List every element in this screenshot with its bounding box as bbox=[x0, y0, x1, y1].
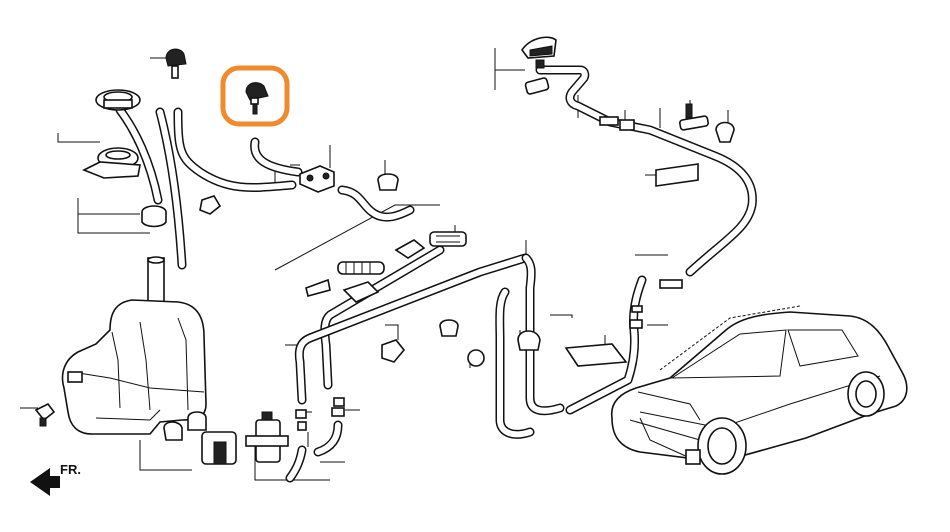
front-direction-arrow: FR. bbox=[30, 462, 81, 496]
leader-lines bbox=[20, 48, 729, 481]
washer-reservoir bbox=[61, 256, 207, 435]
nozzle-right-icon bbox=[521, 36, 557, 69]
car-location-icon bbox=[610, 305, 908, 475]
reservoir-filler-cap bbox=[95, 89, 141, 111]
connectors bbox=[34, 77, 735, 431]
direction-label: FR. bbox=[60, 462, 81, 477]
filler-neck bbox=[82, 147, 167, 228]
washer-pumps bbox=[163, 411, 289, 465]
washer-nozzle-icon[interactable] bbox=[220, 65, 290, 127]
nozzle-left-icon bbox=[165, 48, 187, 79]
